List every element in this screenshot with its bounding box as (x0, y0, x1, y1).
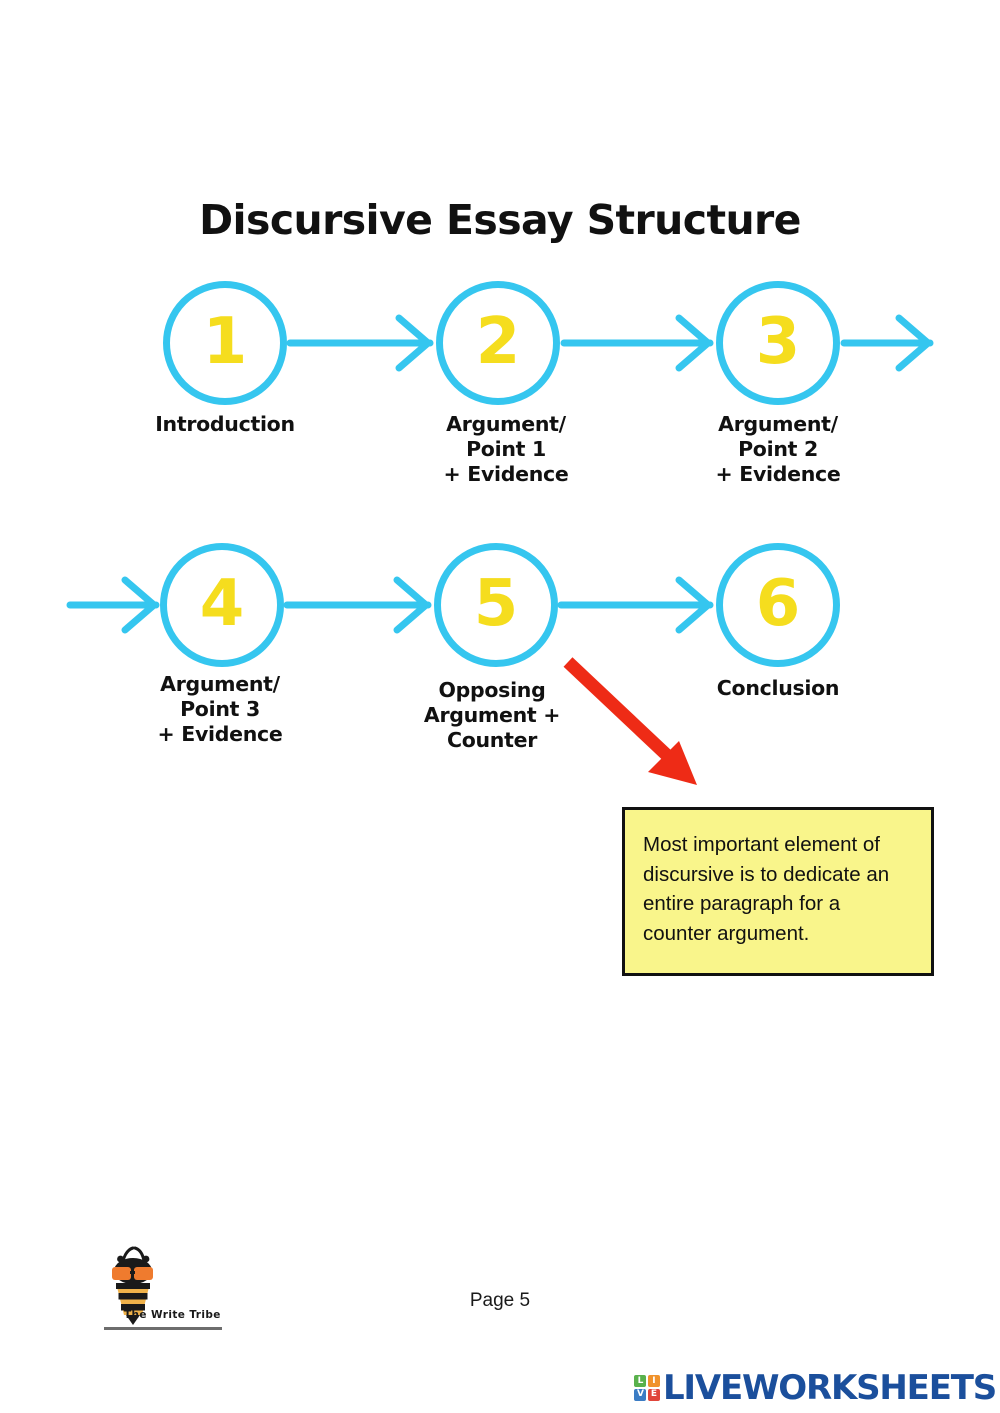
arrowhead-rowbreak-right (895, 314, 934, 372)
liveworksheets-tile-l: L (634, 1375, 647, 1388)
liveworksheets-tile-v: V (634, 1388, 647, 1401)
arrowhead-4-to-5 (393, 576, 432, 634)
liveworksheets-tile-e: E (647, 1388, 660, 1401)
flow-node-4-label: Argument/Point 3+ Evidence (157, 672, 283, 746)
brand-logo-rule (104, 1327, 222, 1330)
liveworksheets-watermark: L I V E LIVEWORKSHEETS (634, 1368, 997, 1408)
liveworksheets-tiles: L I V E (634, 1375, 660, 1401)
flow-node-6-label: Conclusion (716, 676, 840, 700)
page-title: Discursive Essay Structure (199, 196, 801, 244)
liveworksheets-tile-i: I (647, 1375, 660, 1388)
arrowhead-2-to-3 (675, 314, 714, 372)
brand-logo-name: The Write Tribe (124, 1309, 221, 1321)
flow-node-5: 5 (434, 543, 558, 667)
bee-icon (112, 1246, 153, 1325)
flow-node-2-number: 2 (475, 304, 521, 379)
brand-logo: The Write Tribe (96, 1243, 226, 1335)
flow-node-3-label: Argument/Point 2+ Evidence (715, 412, 841, 486)
callout-box: Most important element of discursive is … (622, 807, 934, 976)
flow-node-2-label: Argument/Point 1+ Evidence (443, 412, 569, 486)
flow-node-3-number: 3 (755, 304, 801, 379)
flow-node-3: 3 (716, 281, 840, 405)
flow-node-6-number: 6 (755, 566, 801, 641)
flow-node-2: 2 (436, 281, 560, 405)
flow-node-4: 4 (160, 543, 284, 667)
flow-node-1-label: Introduction (155, 412, 295, 436)
page-number: Page 5 (469, 1290, 531, 1311)
flow-node-1-number: 1 (202, 304, 248, 379)
liveworksheets-wordmark: LIVEWORKSHEETS (662, 1368, 997, 1408)
flow-node-4-number: 4 (199, 566, 245, 641)
flow-node-5-number: 5 (473, 566, 519, 641)
arrowhead-5-to-6 (675, 576, 714, 634)
arrowhead-1-to-2 (395, 314, 434, 372)
flow-node-6: 6 (716, 543, 840, 667)
flow-node-1: 1 (163, 281, 287, 405)
arrowhead-rowbreak-left (121, 576, 160, 634)
callout-text: Most important element of discursive is … (643, 833, 890, 945)
